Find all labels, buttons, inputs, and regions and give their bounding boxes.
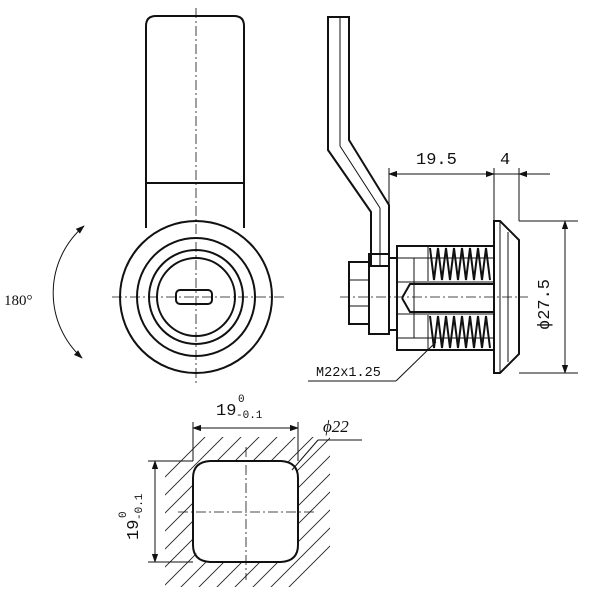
cutout-width-upper: 0 — [238, 394, 245, 406]
cutout-height-base: 19 — [125, 520, 144, 540]
side-view: 19.5 4 ϕ27.5 M22x1.25 — [308, 16, 578, 382]
cutout-width-base: 19 — [216, 402, 236, 421]
diameter-dim: ϕ27.5 — [536, 279, 555, 330]
cutout-height-dim: 19 0 -0.1 — [118, 493, 146, 540]
cutout-diameter: ϕ22 — [323, 417, 349, 436]
cutout-width-lower: -0.1 — [236, 410, 263, 422]
flange-dim: 4 — [500, 151, 510, 170]
rotation-arc — [52, 225, 85, 359]
thread-upper — [427, 247, 491, 281]
cutout-outline — [192, 460, 299, 563]
thread-lower — [427, 315, 491, 349]
nut — [348, 261, 370, 325]
front-view: 180° — [4, 8, 285, 384]
length-dim: 19.5 — [416, 151, 457, 170]
thread-spec: M22x1.25 — [316, 366, 381, 381]
cutout-height-lower: -0.1 — [134, 493, 146, 520]
panel-cutout: 19 0 -0.1 ϕ22 19 0 -0.1 — [118, 394, 362, 587]
rotation-label: 180° — [4, 293, 33, 309]
cutout-height-upper: 0 — [118, 511, 130, 518]
